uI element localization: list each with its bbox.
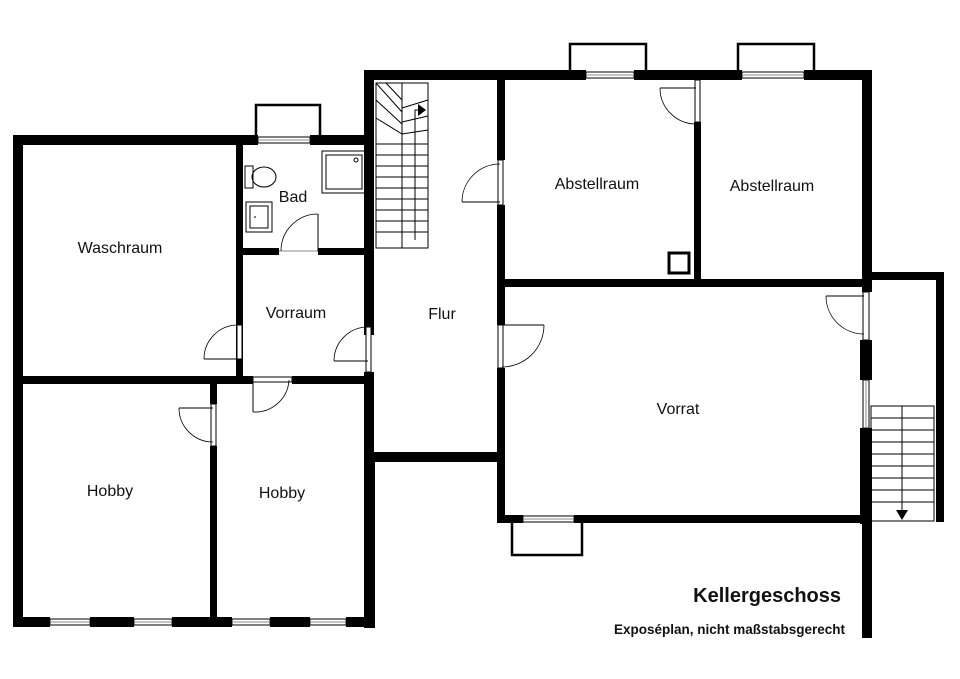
bay-abstellraum-1 [568,42,648,72]
door-vorrat [497,324,545,369]
bathroom-fixtures [244,150,367,233]
door-abstellraum-2 [659,79,701,125]
bay-vorrat [510,521,584,557]
chimney [667,251,691,275]
shower-tray [321,150,367,194]
walls [13,70,944,638]
label-abstellraum-1: Abstellraum [555,176,639,193]
door-vorrat-right [825,291,870,341]
label-vorrat: Vorrat [657,401,700,418]
bay-abstellraum-2 [736,42,816,72]
door-hobby-2 [252,376,293,413]
window-vorrat-bottom [522,515,575,523]
window-abstellraum-2 [741,71,805,79]
plan-title: Kellergeschoss [693,585,841,607]
stairs-flur [375,82,429,249]
window-bad [257,136,311,144]
bay-bad [254,103,322,137]
window-hobby-1a [49,618,91,626]
label-hobby-1: Hobby [87,483,133,500]
door-abstellraum-1 [461,159,504,206]
windows [49,71,870,626]
room-labels: Waschraum Bad Vorraum Flur Abstellraum A… [78,176,815,502]
window-hobby-2a [231,618,271,626]
washbasin [245,201,273,233]
title-block: Kellergeschoss Exposéplan, nicht maßstab… [614,585,846,637]
window-hobby-2b [309,618,347,626]
label-abstellraum-2: Abstellraum [730,178,814,195]
toilet [244,165,277,189]
window-abstellraum-1 [585,71,635,79]
stairs-exterior [870,405,935,522]
door-bad [279,213,319,252]
label-hobby-2: Hobby [259,485,305,502]
window-hobby-1b [133,618,173,626]
label-bad: Bad [279,189,307,206]
window-bays [254,42,816,557]
door-waschraum [203,324,243,360]
label-waschraum: Waschraum [78,240,163,257]
doors [178,79,870,447]
door-hobby-1 [178,403,217,447]
door-vorraum-flur [333,326,372,373]
label-flur: Flur [428,306,456,323]
label-vorraum: Vorraum [266,305,326,322]
plan-subtitle: Exposéplan, nicht maßstabsgerecht [614,622,846,637]
window-vorrat-right [862,379,870,429]
